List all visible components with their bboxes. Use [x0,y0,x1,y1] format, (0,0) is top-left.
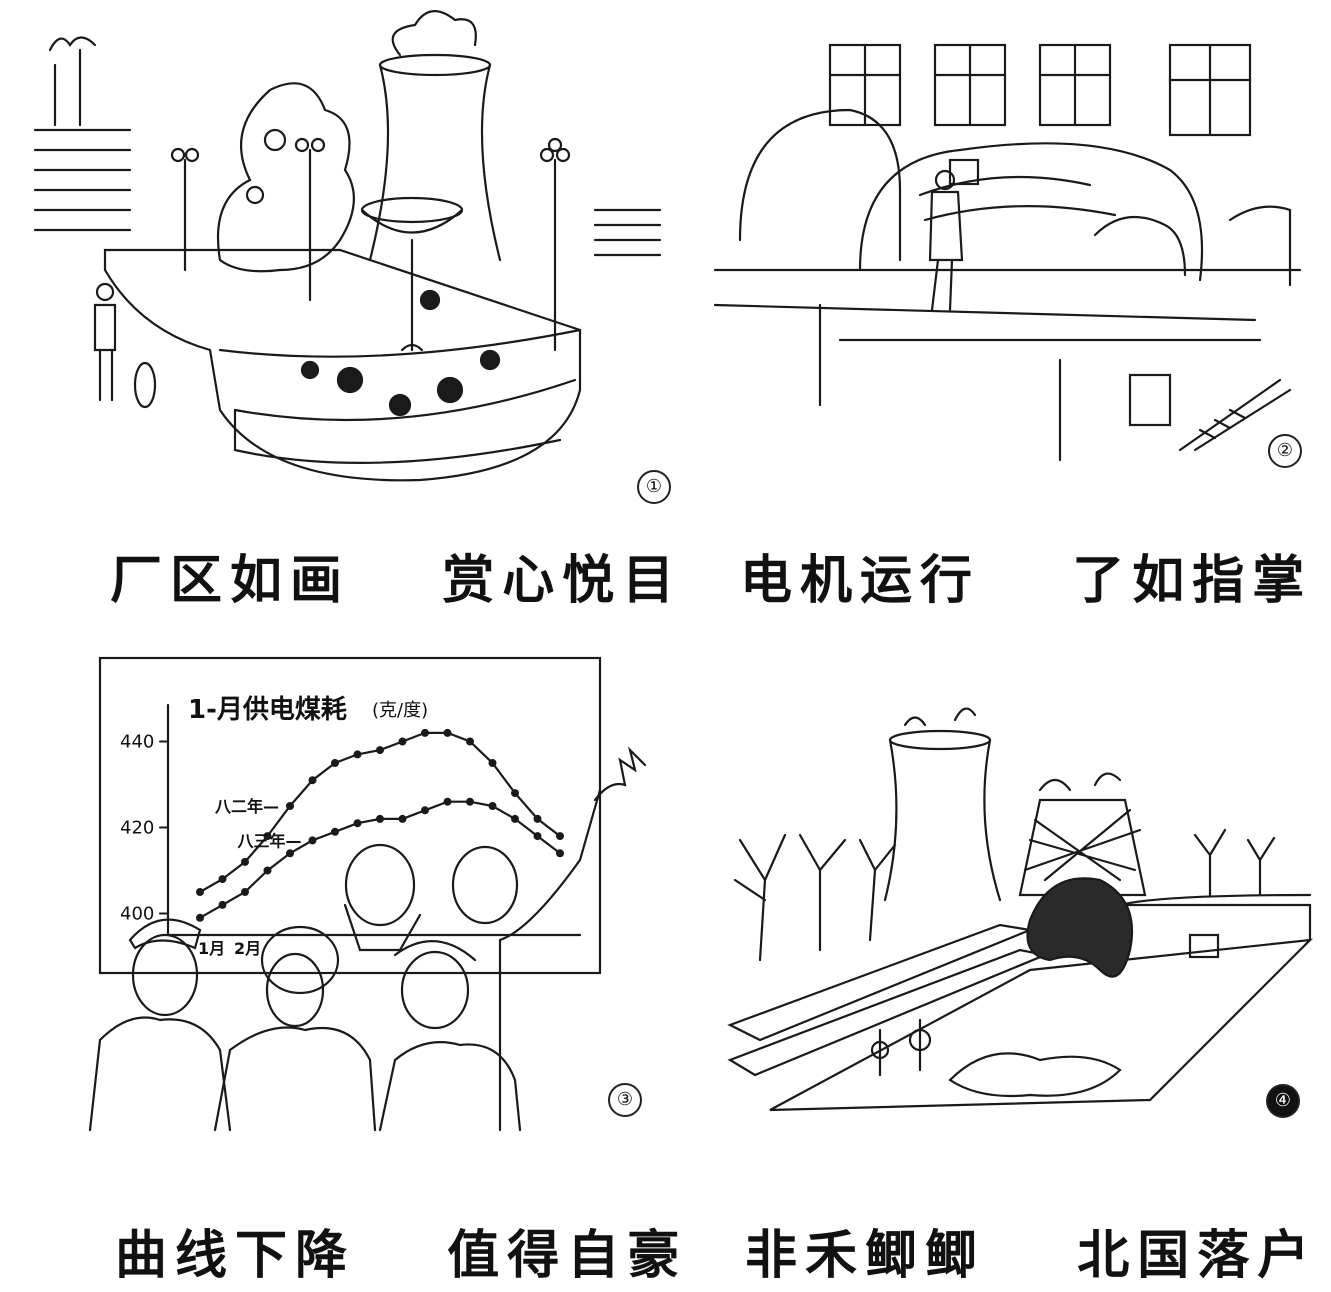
panel-number-badge: ④ [1266,1084,1300,1118]
series-2-point [308,836,317,845]
series-2-point [263,866,272,875]
caption-3a: 曲线下降 [115,1226,356,1286]
right-building [593,208,662,257]
coal-consumption-chart: 400 420 440 1月 2月 八二年— 八三年— 1-月供电煤耗 (克/度) [88,656,647,1132]
caption-2a: 电机运行 [740,551,981,611]
chart-title: 1-月供电煤耗 [188,695,347,725]
caption-3b: 值得自豪 [447,1226,688,1286]
series-1-point [331,759,339,767]
caption-1b: 赏心悦目 [442,551,683,611]
series-1-point [398,737,407,746]
series-1-point [286,802,294,810]
series-2-point [488,802,497,810]
series-1-point [218,875,227,884]
x-tick-label: 1月 [198,939,225,958]
panel-number-badge: ① [637,470,671,504]
series-2-point [376,814,384,823]
series-2-point [443,797,452,806]
series-1-point [308,776,317,785]
fish-pond-illustration [727,707,1313,1112]
series-1-point [376,746,384,755]
series-2-point [398,814,407,823]
series-1-point [443,728,452,737]
series-2-point [353,819,362,828]
panel-4-fish-pond: ④ [700,680,1320,1140]
rockery [216,82,355,273]
chart-marks: 400 420 440 1月 2月 八二年— 八三年— [120,728,564,958]
flower-bed [103,248,582,482]
panel-1-factory-garden: ① [20,10,680,510]
series-2-point [533,832,542,841]
series-1-point [241,857,249,866]
y-tick-label: 440 [120,732,154,753]
series-label-2: 八三年— [237,831,302,850]
series-label-1: 八二年— [214,797,279,816]
generator-hall-illustration [713,43,1302,462]
lamp-posts [170,137,571,352]
series-2-point [466,797,474,806]
series-1-point [556,832,564,841]
cyclist-figure [93,282,157,409]
caption-2b: 了如指掌 [1072,551,1313,611]
cooling-towers [883,707,1147,902]
series-1-point [263,832,272,841]
hall-windows [828,43,1252,137]
panel-number-badge: ③ [608,1083,642,1117]
panel-3-coal-chart: 400 420 440 1月 2月 八二年— 八三年— 1-月供电煤耗 (克/度) [60,650,660,1150]
trees [733,828,1276,962]
caption-panel-3: 曲线下降 值得自豪 [115,1213,687,1288]
series-2-point [218,900,227,909]
fish-sculpture [1026,877,1134,978]
cooling-tower [368,10,502,262]
chart-board [98,656,602,975]
x-tick-label: 2月 [234,939,261,958]
panel-number-badge: ② [1268,434,1302,468]
caption-4b: 北国落户 [1077,1226,1318,1286]
fountain [360,196,464,352]
turbine-casings [738,108,1292,287]
left-building [33,36,132,232]
series-2-point [196,913,204,922]
water-splash [948,1052,1122,1098]
chart-unit: (克/度) [372,700,428,721]
series-2-point [241,888,249,896]
series-1-point [533,814,542,823]
valves [870,933,1220,1077]
series-1-point [511,789,519,798]
series-1-point [421,728,429,737]
caption-4a: 非禾鲫鲫 [745,1226,986,1286]
y-tick-label: 420 [120,818,154,839]
operator-figure [928,169,964,312]
factory-garden-illustration [33,10,662,482]
series-1-point [488,759,497,767]
series-2-point [556,849,564,858]
series-2-point [421,806,429,815]
series-1-point [196,888,204,896]
caption-1a: 厂区如画 [110,551,351,611]
caption-panel-4: 非禾鲫鲫 北国落户 [745,1213,1317,1288]
caption-panel-2: 电机运行 了如指掌 [740,538,1312,613]
caption-panel-1: 厂区如画 赏心悦目 [110,538,682,613]
series-2-point [511,814,519,823]
series-2-point [331,827,339,836]
panel-2-generator-hall: ② [700,20,1320,490]
y-tick-label: 400 [120,904,154,925]
series-1-point [353,750,362,759]
series-1-point [466,737,474,746]
series-2-point [286,849,294,858]
platform-railing [713,268,1302,462]
pond-channels [727,893,1313,1112]
people-group [88,746,647,1132]
